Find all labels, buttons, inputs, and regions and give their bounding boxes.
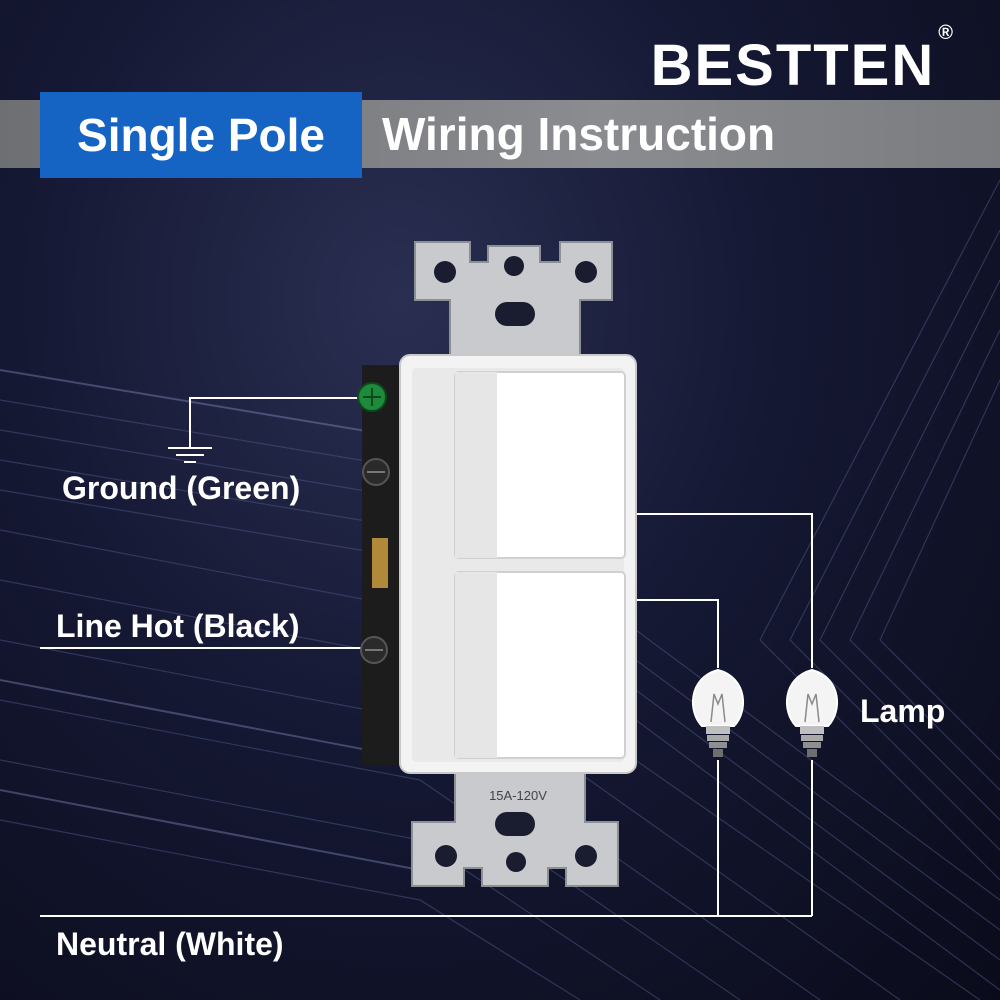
strap-hole — [506, 852, 526, 872]
brand-logo: BESTTEN® — [650, 22, 955, 99]
strap-hole — [504, 256, 524, 276]
terminal-screw-icon — [362, 458, 390, 486]
strap-hole — [434, 261, 456, 283]
registered-mark: ® — [938, 22, 955, 44]
line-hot-label: Line Hot (Black) — [56, 608, 300, 644]
ground-label: Ground (Green) — [62, 470, 301, 506]
ground-symbol-icon — [168, 447, 212, 463]
switch1-load-wire — [636, 513, 813, 668]
strap-hole — [575, 845, 597, 867]
lamp-label: Lamp — [860, 693, 946, 729]
lamp-bulb-icon — [691, 668, 745, 757]
strap-slot — [495, 302, 535, 326]
strap-hole — [575, 261, 597, 283]
rating-label: 15A-120V — [489, 788, 547, 803]
green-ground-screw-icon — [357, 382, 387, 412]
upper-rocker-shade — [455, 372, 497, 558]
title-highlight: Single Pole — [40, 92, 362, 178]
strap-slot — [495, 812, 535, 836]
switch2-load-wire — [636, 599, 719, 668]
lower-rocker-shade — [455, 572, 497, 758]
neutral-label: Neutral (White) — [56, 926, 284, 962]
brand-name: BESTTEN — [650, 33, 936, 98]
strap-hole — [435, 845, 457, 867]
lamp-bulb-icon — [785, 668, 839, 757]
brass-jumper-tab — [372, 538, 388, 588]
line-hot-screw-icon — [360, 636, 388, 664]
mounting-strap-top — [414, 241, 613, 356]
title-text: Wiring Instruction — [382, 108, 776, 160]
ground-wire — [189, 397, 362, 448]
